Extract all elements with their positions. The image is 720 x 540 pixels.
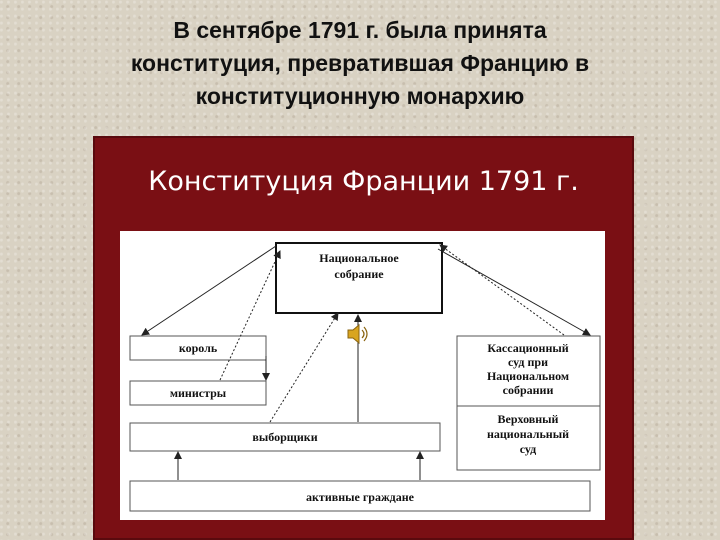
slide-heading: В сентябре 1791 г. была принята конститу… [40,14,680,113]
national-assembly-label-1: Национальное [319,251,399,265]
supreme-court-label-1: Верховный [498,412,559,426]
ministers-box [129,380,267,406]
supreme-court-box [456,405,601,471]
electors-label: выборщики [252,430,317,444]
electors-box [129,422,441,452]
active-citizens-box [129,480,591,512]
supreme-court-label-3: суд [520,442,536,456]
ministers-label: министры [170,386,227,400]
court-box [456,335,601,407]
national-assembly-label-2: собрание [334,267,384,281]
heading-line-1: В сентябре 1791 г. была принята [173,17,547,43]
king-label: король [179,341,218,355]
court-label-3: Национальном [487,369,569,383]
heading-line-2: конституция, превратившая Францию в [130,50,590,76]
speaker-icon[interactable] [347,323,368,345]
arrow-ministers-to-assembly [219,250,281,381]
arrow-court-to-assembly [439,244,565,336]
active-citizens-label: активные граждане [306,490,415,504]
national-assembly-box [275,242,443,314]
arrow-assembly-to-king [141,245,277,336]
court-label-4: собрании [503,383,554,397]
supreme-court-label-2: национальный [487,427,569,441]
court-label-1: Кассационный [487,341,568,355]
arrow-assembly-to-court [437,248,591,336]
king-box [129,335,267,361]
heading-line-3: конституционную монархию [195,83,525,109]
arrow-electors-to-king [269,312,339,423]
court-label-2: суд при [508,355,548,369]
constitution-diagram: Национальное собрание король министры вы… [129,242,601,512]
diagram-canvas: Национальное собрание король министры вы… [120,231,605,520]
panel-title: Конституция Франции 1791 г. [148,166,579,197]
